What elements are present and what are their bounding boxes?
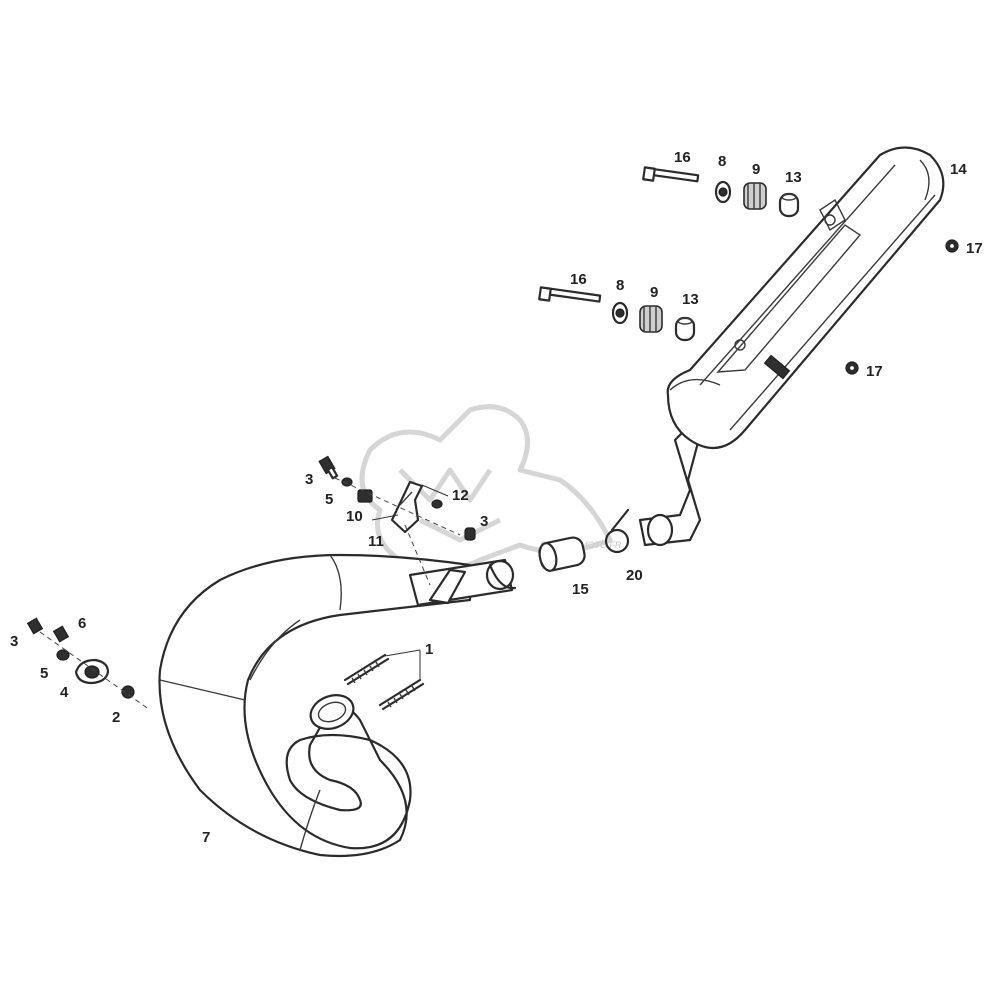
header-pipe-part-7 bbox=[158, 553, 472, 858]
callout-17-upper: 17 bbox=[966, 240, 983, 257]
callout-4: 4 bbox=[60, 684, 69, 701]
callout-15: 15 bbox=[572, 581, 589, 598]
callout-3-left: 3 bbox=[10, 633, 18, 650]
callout-10: 10 bbox=[346, 508, 363, 525]
callout-11: 11 bbox=[368, 533, 384, 550]
callout-13-lower: 13 bbox=[682, 291, 699, 308]
callout-2: 2 bbox=[112, 709, 120, 726]
callout-16-lower: 16 bbox=[570, 271, 587, 288]
callout-9-upper: 9 bbox=[752, 161, 760, 178]
callout-13-upper: 13 bbox=[785, 169, 802, 186]
nut-part-17-upper bbox=[945, 239, 959, 253]
callout-20: 20 bbox=[626, 567, 643, 584]
callout-1: 1 bbox=[425, 641, 433, 658]
lower-mount-hardware bbox=[538, 286, 696, 342]
bracket-hardware bbox=[318, 455, 476, 586]
flange-hardware bbox=[26, 617, 151, 711]
clamp-part-20 bbox=[604, 508, 630, 554]
callout-3-right: 3 bbox=[480, 513, 488, 530]
callout-6: 6 bbox=[78, 615, 86, 632]
coupling-part-15 bbox=[538, 536, 586, 572]
upper-mount-hardware bbox=[642, 166, 800, 218]
callout-17-lower: 17 bbox=[866, 363, 883, 380]
callouts: 1 2 3 3 3 4 5 5 6 7 8 8 9 9 10 11 12 13 … bbox=[10, 149, 983, 846]
callout-8-upper: 8 bbox=[718, 153, 726, 170]
callout-5-top: 5 bbox=[325, 491, 333, 508]
mid-pipe bbox=[408, 558, 517, 607]
callout-8-lower: 8 bbox=[616, 277, 624, 294]
callout-5-left: 5 bbox=[40, 665, 48, 682]
callout-3-top: 3 bbox=[305, 471, 313, 488]
callout-16-upper: 16 bbox=[674, 149, 691, 166]
link-pipe bbox=[638, 423, 702, 547]
callout-7: 7 bbox=[202, 829, 210, 846]
callout-9-lower: 9 bbox=[650, 284, 658, 301]
nut-part-17-lower bbox=[845, 361, 859, 375]
silencer-part-14 bbox=[666, 146, 945, 450]
springs-part-1 bbox=[343, 653, 425, 711]
callout-12: 12 bbox=[452, 487, 469, 504]
callout-14: 14 bbox=[950, 161, 967, 178]
leader-lines bbox=[371, 484, 449, 680]
